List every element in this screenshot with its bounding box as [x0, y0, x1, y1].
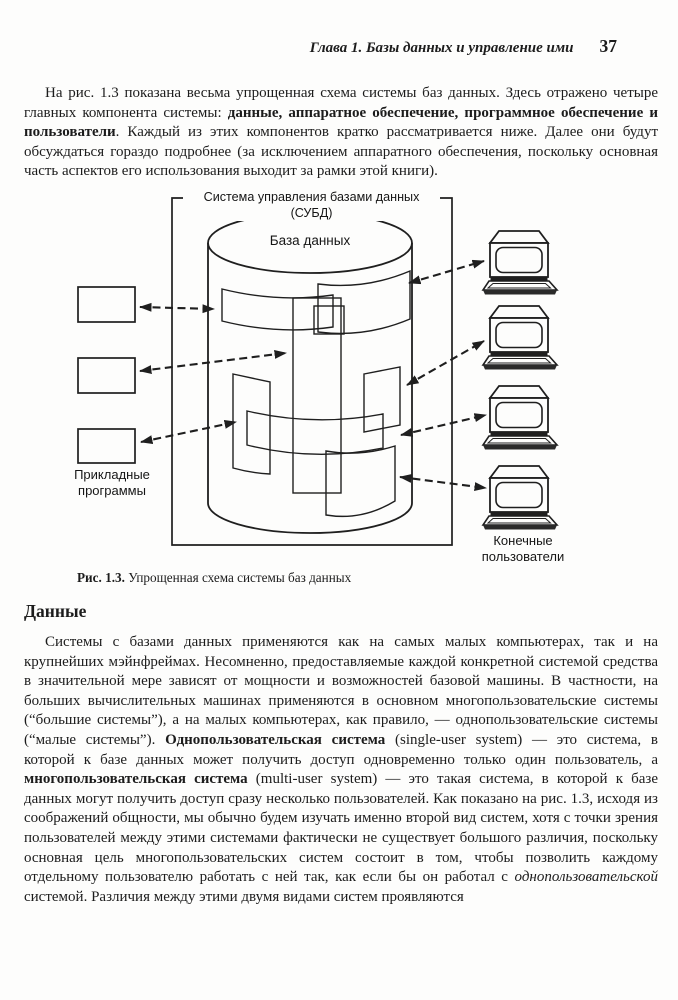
data-band-bottom-right	[325, 445, 396, 518]
arrow-app3-db	[140, 419, 237, 445]
text-run: На рис. 1.3 показана весьма упрощенная с…	[24, 85, 658, 121]
intro-paragraph: На рис. 1.3 показана весьма упрощенная с…	[24, 84, 658, 182]
data-panel-right	[363, 366, 401, 433]
running-header: Глава 1. Базы данных и управление ими 37	[310, 36, 617, 57]
chapter-title: Глава 1. Базы данных и управление ими	[309, 40, 574, 56]
end-users-label-line2: пользователи	[481, 548, 565, 564]
database-label: База данных	[269, 233, 351, 248]
figure-caption-number: Рис. 1.3.	[77, 570, 125, 585]
app-program-boxes	[77, 286, 136, 464]
data-panel-left	[232, 373, 271, 475]
text-run: Системы с базами данных применяются как …	[24, 634, 658, 748]
app-programs-label-line1: Прикладные	[74, 467, 150, 482]
figure-drawing	[77, 197, 558, 546]
terminal-icon-2	[482, 305, 558, 371]
arrow-db-user2	[406, 340, 485, 386]
data-band-top-right	[317, 269, 411, 335]
arrow-db-user4	[399, 473, 487, 492]
app-program-box-2	[77, 357, 136, 394]
terminal-icon-3	[482, 385, 558, 451]
data-section-paragraph: Системы с базами данных применяются как …	[24, 633, 658, 907]
app-program-box-3	[77, 428, 136, 464]
text-run-italic: однопользовательской	[514, 869, 658, 886]
text-run: (single-user system) — это система, в ко…	[24, 731, 658, 768]
data-rect-small-top	[313, 305, 345, 335]
text-run-bold: Однопользовательская система	[165, 731, 386, 748]
arrow-db-user1	[408, 259, 485, 285]
arrow-app2-db	[139, 349, 287, 375]
app-program-box-1	[77, 286, 136, 323]
page-number: 37	[599, 36, 618, 56]
text-run: системой. Различия между этими двумя вид…	[24, 888, 464, 905]
end-users-label-line1: Конечные	[493, 533, 553, 548]
app-programs-label-line2: программы	[78, 482, 146, 498]
arrow-app1-db	[139, 302, 215, 314]
text-run-bold: многопользовательская система	[24, 771, 248, 788]
terminal-icon-4	[482, 465, 558, 531]
text-run: (multi-user system) — это такая система,…	[24, 771, 658, 886]
text-run-bold: данные, аппаратное обеспечение, программ…	[24, 104, 659, 141]
data-band-lower	[246, 410, 384, 455]
section-heading: Данные	[24, 601, 87, 621]
data-flow-arrows	[139, 259, 487, 492]
text-run: . Каждый из этих компонентов кратко расс…	[24, 124, 658, 180]
terminal-icon-1	[482, 230, 558, 296]
database-cylinder	[207, 212, 413, 534]
dbms-label: Система управления базами данных (СУБД)	[183, 190, 440, 221]
arrow-db-user3	[400, 413, 487, 437]
data-region-shapes	[221, 269, 411, 518]
figure-caption: Рис. 1.3. Упрощенная схема системы баз д…	[77, 570, 351, 586]
data-band-top-left	[221, 288, 334, 331]
figure-caption-text: Упрощенная схема системы баз данных	[124, 570, 352, 585]
dbms-boundary-box	[171, 197, 453, 546]
figure-1-3: Система управления базами данных (СУБД) …	[0, 190, 678, 572]
data-rect-tall-center	[292, 297, 342, 494]
